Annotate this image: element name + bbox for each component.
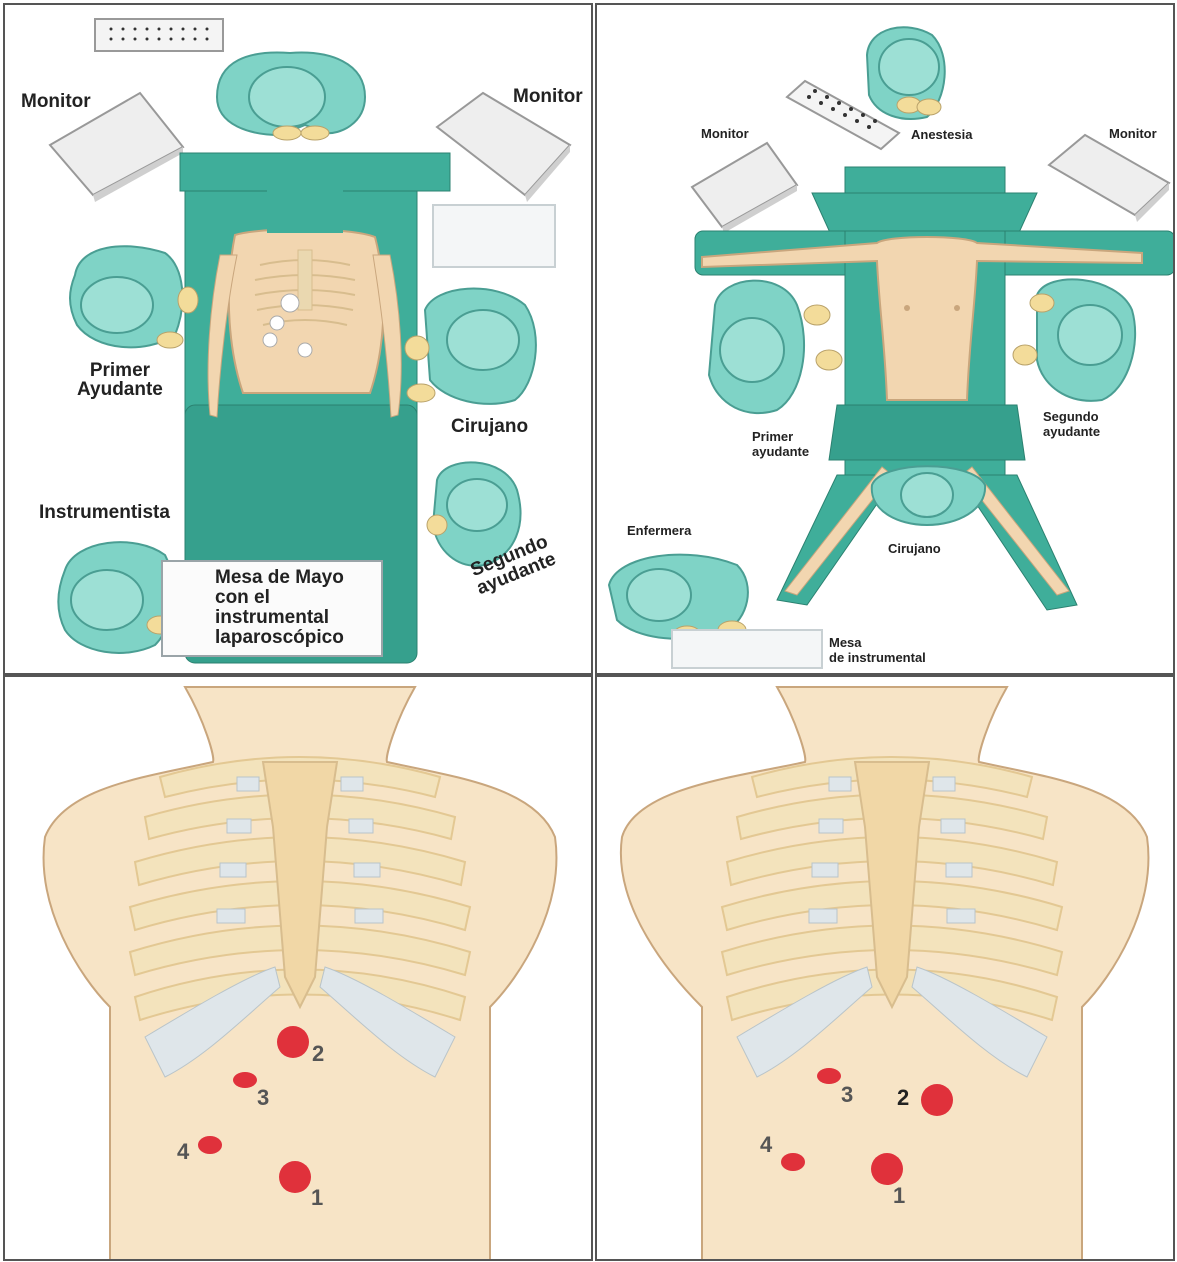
torso-illustration-a	[5, 677, 593, 1261]
surgeon-figure	[405, 289, 536, 404]
instrument-table-2	[672, 630, 822, 668]
monitor-right	[437, 93, 570, 202]
panel-supine-setup: Monitor Monitor Primer Ayudante Cirujano…	[3, 3, 593, 675]
label-scrub-nurse: Instrumentista	[39, 502, 170, 524]
label-instrument-table-2: Mesa de instrumental	[829, 635, 926, 665]
first-assistant-figure	[70, 246, 198, 348]
port-label-1b: 1	[893, 1183, 905, 1209]
label-monitor-left-2: Monitor	[701, 126, 749, 141]
label-surgeon-2: Cirujano	[888, 541, 941, 556]
side-table	[433, 205, 555, 267]
monitor-right-2	[1049, 135, 1169, 222]
monitor-left-2	[692, 143, 797, 233]
port-label-3: 3	[257, 1085, 269, 1111]
label-monitor-right-2: Monitor	[1109, 126, 1157, 141]
label-monitor-right: Monitor	[513, 86, 583, 108]
label-second-assistant-2: Segundo ayudante	[1043, 409, 1100, 439]
label-mayo-table: Mesa de Mayo con el instrumental laparos…	[215, 568, 380, 648]
panel-lithotomy-setup: Monitor Monitor Anestesia Primer ayudant…	[595, 3, 1175, 675]
port-label-2b: 2	[897, 1085, 909, 1111]
torso-illustration-b	[597, 677, 1175, 1261]
first-assistant-figure-2	[709, 281, 842, 413]
anesthetist-figure	[217, 53, 365, 140]
port-label-4: 4	[177, 1139, 189, 1165]
second-assistant-figure-2	[1013, 279, 1135, 400]
label-anesthesia: Anestesia	[911, 127, 972, 142]
label-nurse: Enfermera	[627, 523, 691, 538]
anesthetist-figure-2	[867, 27, 945, 119]
port-label-3b: 3	[841, 1082, 853, 1108]
instrument-tray-top	[95, 19, 223, 51]
label-monitor-left: Monitor	[21, 91, 91, 113]
port-label-2: 2	[312, 1041, 324, 1067]
label-first-assistant-2: Primer ayudante	[752, 429, 809, 459]
label-first-assistant: Primer Ayudante	[77, 361, 163, 399]
port-label-4b: 4	[760, 1132, 772, 1158]
panel2-illustration	[597, 5, 1175, 675]
port-label-1: 1	[311, 1185, 323, 1211]
surgeon-figure-2	[872, 466, 985, 525]
panel-ports-a: 2 3 4 1	[3, 675, 593, 1261]
panel-ports-b: 2 3 4 1	[595, 675, 1175, 1261]
label-surgeon: Cirujano	[451, 416, 528, 438]
